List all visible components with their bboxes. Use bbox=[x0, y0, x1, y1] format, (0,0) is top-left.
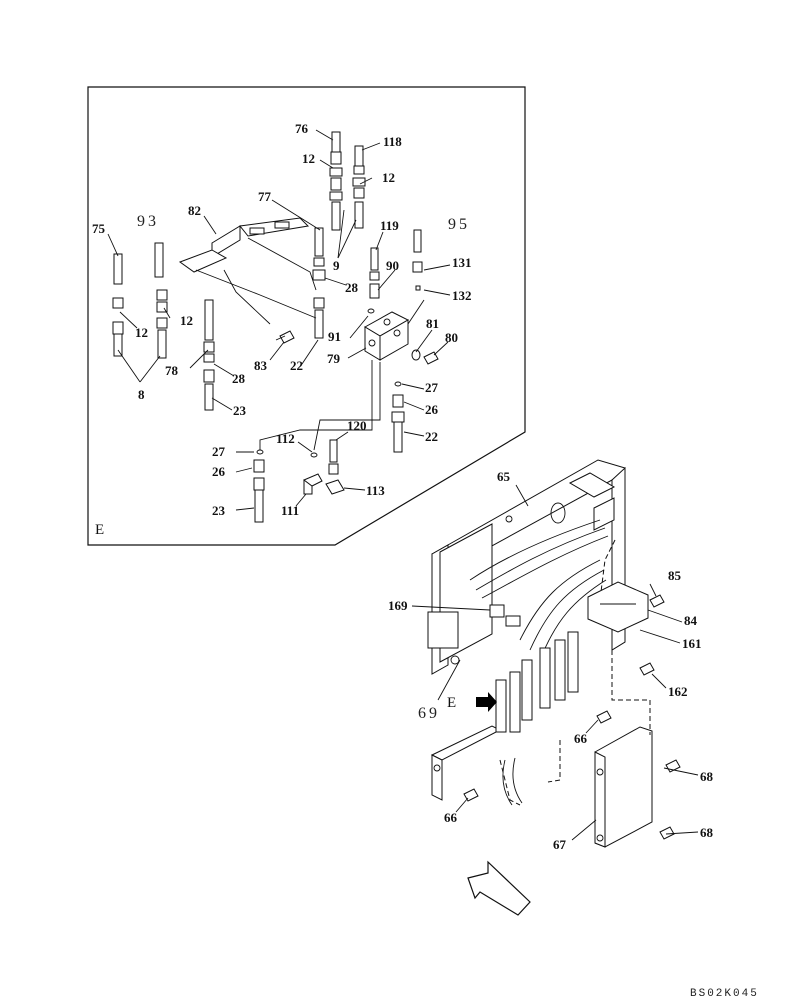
callout-label: 77 bbox=[258, 189, 272, 204]
callout-label: 23 bbox=[233, 403, 247, 418]
callout-label: 93 bbox=[137, 213, 159, 230]
callout-label: 85 bbox=[668, 568, 682, 583]
callout-label: 28 bbox=[345, 280, 359, 295]
o-ring-27-right bbox=[394, 381, 402, 387]
bolt-85 bbox=[649, 594, 665, 608]
callout-label: 81 bbox=[426, 316, 439, 331]
callout-label: 8 bbox=[138, 387, 145, 402]
elbow-113 bbox=[325, 479, 345, 495]
callout-label: 66 bbox=[574, 731, 588, 746]
fitting-column-26-22-right bbox=[391, 394, 405, 453]
callout-label: 120 bbox=[347, 418, 367, 433]
fitting-column-77 bbox=[312, 227, 326, 339]
callout-label: 28 bbox=[232, 371, 246, 386]
callout-label: 12 bbox=[135, 325, 148, 340]
callout-label: 162 bbox=[668, 684, 688, 699]
callout-label: 118 bbox=[383, 134, 402, 149]
fitting-column-12-left bbox=[156, 289, 168, 359]
detail-frame-label: E bbox=[95, 522, 104, 538]
callout-label: 95 bbox=[448, 216, 470, 233]
bolt-68-lower bbox=[659, 826, 675, 840]
front-cover-67 bbox=[594, 726, 653, 848]
callout-label: 23 bbox=[212, 503, 226, 518]
callout-label: 84 bbox=[684, 613, 698, 628]
callout-label: 66 bbox=[444, 810, 458, 825]
callout-label: 76 bbox=[295, 121, 309, 136]
bolt-162 bbox=[639, 662, 655, 676]
hidden-edge-2 bbox=[499, 759, 521, 806]
hose-bundle bbox=[469, 519, 609, 806]
callout-label: 68 bbox=[700, 769, 714, 784]
hidden-edge-4 bbox=[599, 539, 616, 601]
hidden-edge-1 bbox=[611, 650, 651, 735]
fitting-column-78 bbox=[203, 299, 215, 411]
elbow-111 bbox=[303, 473, 323, 495]
detail-frame bbox=[87, 86, 526, 546]
main-assembly-view: E bbox=[411, 459, 699, 916]
manifold-block-79 bbox=[364, 311, 410, 361]
callout-label: 83 bbox=[254, 358, 268, 373]
bolt-83 bbox=[275, 330, 295, 344]
callout-label: 68 bbox=[700, 825, 714, 840]
callout-label: 12 bbox=[180, 313, 193, 328]
view-arrow-e bbox=[476, 692, 497, 712]
callout-label: 22 bbox=[425, 429, 438, 444]
callout-label: 112 bbox=[276, 431, 295, 446]
callout-label: 67 bbox=[553, 837, 567, 852]
callout-label: 27 bbox=[212, 444, 226, 459]
callout-label: 26 bbox=[212, 464, 226, 479]
bolt-66-lower bbox=[463, 788, 479, 802]
main-leaders bbox=[411, 484, 699, 841]
direction-arrow bbox=[467, 860, 531, 916]
callout-label: 111 bbox=[281, 503, 299, 518]
callout-labels: 76 118 12 12 77 82 9 119 95 93 75 90 131… bbox=[92, 121, 759, 1000]
callout-label: 119 bbox=[380, 218, 399, 233]
fitting-column-93 bbox=[154, 242, 164, 278]
callout-label: 91 bbox=[328, 329, 341, 344]
fitting-column-95 bbox=[412, 229, 423, 291]
callout-label: 161 bbox=[682, 636, 702, 651]
callout-label: 26 bbox=[425, 402, 439, 417]
callout-label: 169 bbox=[388, 598, 408, 613]
callout-label: 80 bbox=[445, 330, 458, 345]
o-ring-112 bbox=[310, 452, 318, 458]
drawing-code: BS02K045 bbox=[690, 988, 759, 1000]
fitting-column-120 bbox=[328, 439, 339, 475]
bracket-84 bbox=[587, 581, 649, 633]
o-ring-91 bbox=[367, 308, 375, 314]
view-arrow-label: E bbox=[447, 695, 456, 711]
callout-label: 9 bbox=[333, 258, 340, 273]
fitting-column-76 bbox=[329, 131, 343, 231]
fitting-column-119 bbox=[369, 247, 380, 299]
detail-leaders bbox=[107, 129, 451, 511]
o-ring-27-left bbox=[256, 449, 264, 455]
callout-label: 75 bbox=[92, 221, 106, 236]
callout-label: 12 bbox=[382, 170, 395, 185]
top-strap bbox=[568, 472, 616, 531]
callout-label: 69 bbox=[418, 705, 440, 722]
detail-view-e: E bbox=[87, 86, 526, 546]
bracket-82 bbox=[178, 217, 310, 273]
callout-label: 113 bbox=[366, 483, 385, 498]
hidden-edge-3 bbox=[547, 740, 561, 783]
callout-label: 27 bbox=[425, 380, 439, 395]
callout-label: 90 bbox=[386, 258, 399, 273]
callout-label: 132 bbox=[452, 288, 472, 303]
bolt-80 bbox=[411, 349, 439, 365]
callout-label: 22 bbox=[290, 358, 303, 373]
callout-label: 82 bbox=[188, 203, 201, 218]
fitting-column-75 bbox=[112, 253, 124, 357]
callout-label: 78 bbox=[165, 363, 179, 378]
callout-label: 131 bbox=[452, 255, 472, 270]
fittings-cluster bbox=[489, 604, 579, 733]
fitting-column-118 bbox=[352, 145, 366, 229]
bolt-66-upper bbox=[596, 710, 612, 724]
valve-body-169 bbox=[427, 523, 493, 675]
fitting-column-26-23-left bbox=[253, 459, 265, 523]
callout-label: 12 bbox=[302, 151, 315, 166]
lower-frame bbox=[430, 725, 502, 801]
callout-label: 65 bbox=[497, 469, 511, 484]
callout-label: 79 bbox=[327, 351, 341, 366]
